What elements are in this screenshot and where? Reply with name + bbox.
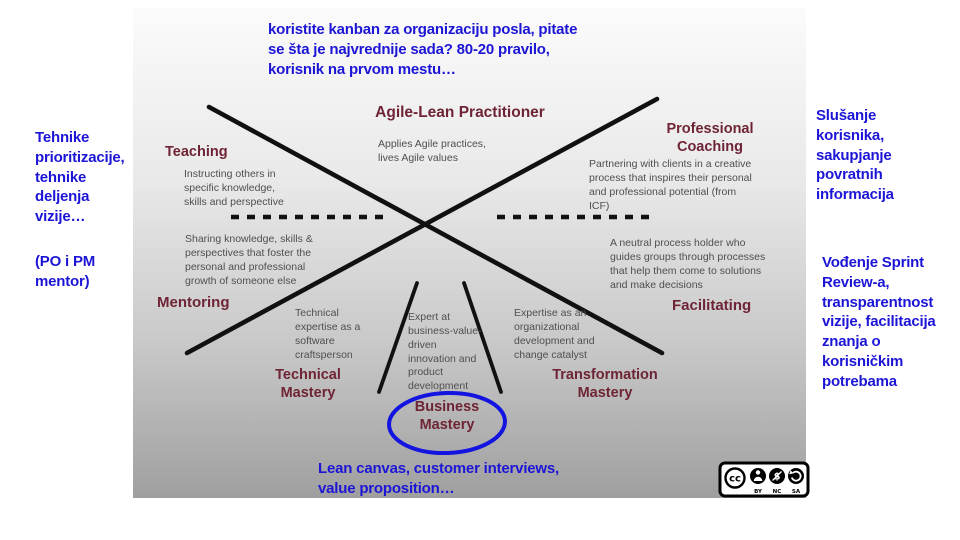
business-mastery-title: Business Mastery	[414, 399, 480, 434]
teaching-title: Teaching	[165, 144, 228, 160]
technical-mastery-desc: Technical expertise as a software crafts…	[295, 307, 361, 361]
professional-coaching-title: Professional Coaching	[666, 121, 754, 156]
center-title-agile-lean-practitioner: Agile-Lean Practitioner	[375, 104, 545, 121]
facilitating-desc: A neutral process holder who guides grou…	[610, 237, 766, 291]
by-label: BY	[754, 489, 763, 495]
by-person-body	[753, 476, 763, 481]
technical-mastery-title: Technical Mastery	[275, 367, 341, 402]
sa-label: SA	[792, 489, 801, 495]
annotation-bottom-lean-canvas: Lean canvas, customer interviews, value …	[318, 460, 560, 497]
sa-arrow-arc	[790, 470, 802, 482]
mentoring-title: Mentoring	[157, 294, 230, 311]
nc-label: NC	[773, 489, 782, 495]
cc-icon-label: cc	[729, 474, 741, 485]
nc-slash	[772, 471, 782, 481]
annotation-left-prioritization: Tehnike prioritizacije, tehnike deljenja…	[35, 129, 125, 226]
annotation-right-sprint-review: Vođenje Sprint Review-a, transparentnost…	[822, 254, 936, 390]
by-person-head	[755, 470, 761, 475]
mentoring-desc: Sharing knowledge, skills & perspectives…	[185, 233, 313, 287]
annotation-top-kanban: koristite kanban za organizaciju posla, …	[268, 21, 578, 78]
teaching-desc: Instructing others in specific knowledge…	[184, 168, 284, 208]
annotation-right-listening: Slušanje korisnika, sakupjanje povratnih…	[816, 107, 894, 204]
sa-arrow-head	[789, 470, 794, 475]
facilitating-title: Facilitating	[672, 297, 752, 314]
cc-icon	[724, 467, 746, 489]
nc-dollar-glyph: $	[774, 472, 781, 483]
center-desc: Applies Agile practices, lives Agile val…	[378, 138, 486, 164]
sa-icon	[788, 468, 804, 484]
transformation-mastery-title: Transformation Mastery	[552, 367, 658, 402]
annotation-left-po-pm-mentor: (PO i PM mentor)	[35, 253, 96, 290]
transformation-mastery-desc: Expertise as an organizational developme…	[514, 307, 595, 361]
professional-coaching-desc: Partnering with clients in a creative pr…	[589, 158, 752, 212]
business-mastery-desc: Expert at business-value- driven innovat…	[408, 311, 482, 393]
cc-license-badge: cc $ BY NC SA	[718, 461, 810, 498]
